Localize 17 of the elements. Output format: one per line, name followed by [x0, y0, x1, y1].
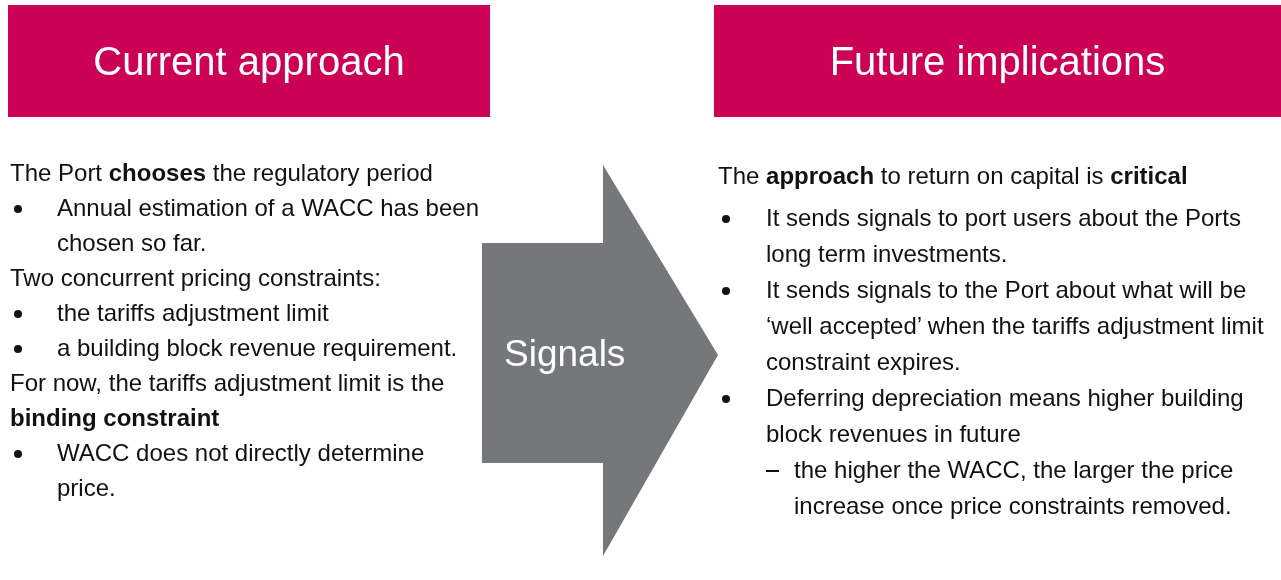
arrow-label: Signals [504, 333, 626, 375]
bullet-text: the tariffs adjustment limit [57, 299, 329, 326]
heading-banner [8, 5, 490, 117]
heading-text: Current approach [93, 38, 405, 84]
paragraph-text: Two concurrent pricing constraints: [10, 264, 381, 291]
bullet-text: It sends signals to the Port about what will be ‘well accepted’ when the tariffs adjustment limit constraint expires. [766, 276, 1264, 375]
paragraph-text: For now, the tariffs adjustment limit is the binding constraint [10, 369, 445, 431]
heading-text: Future implications [829, 38, 1166, 84]
bullet-text: a building block revenue requirement. [57, 334, 458, 361]
bullet-text: Annual estimation of a WACC has been chosen so far. [57, 194, 479, 256]
paragraph-text: The Port chooses the regulatory period [10, 159, 433, 186]
bullet-text: the higher the WACC, the larger the price increase once price constraints removed. [794, 456, 1234, 519]
block-arrow [482, 165, 720, 556]
bullet-text: It sends signals to port users about the Ports long term investments. [766, 204, 1241, 267]
bullet-text: WACC does not directly determine price. [57, 439, 425, 501]
heading-banner [714, 5, 1281, 117]
paragraph-text: The approach to return on capital is critical [718, 162, 1188, 189]
